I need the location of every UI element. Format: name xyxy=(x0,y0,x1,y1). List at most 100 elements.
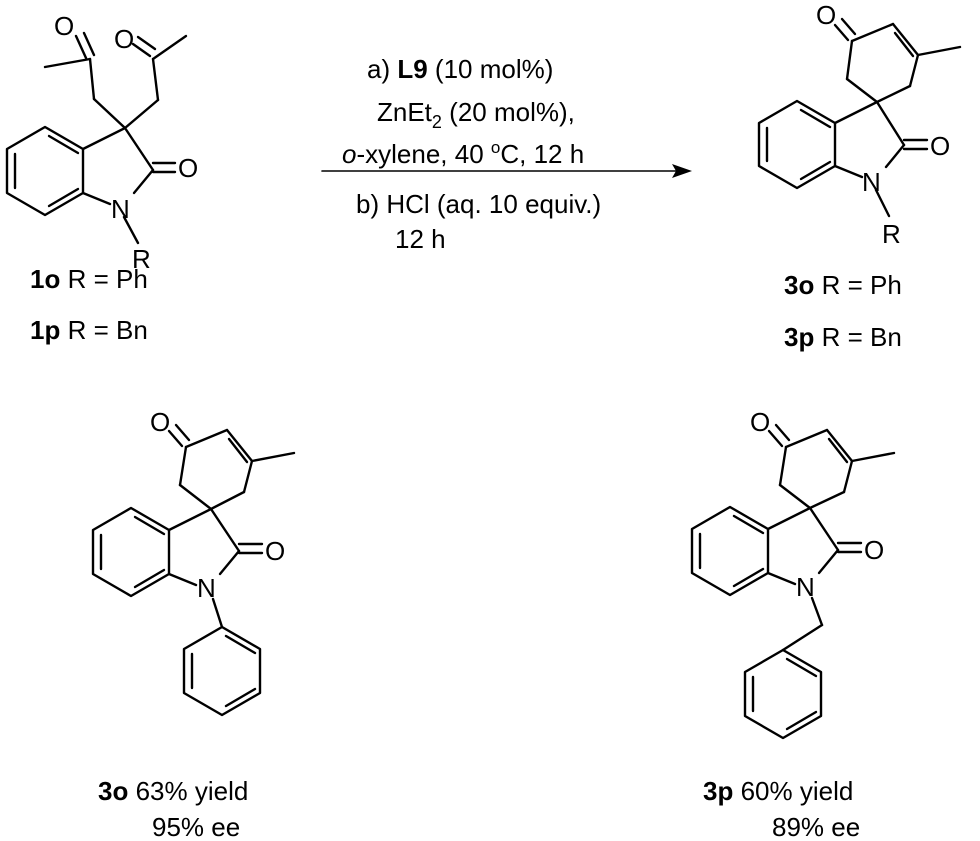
product-benzene-ring xyxy=(757,99,837,190)
product-3p-ring-bond xyxy=(808,506,840,552)
product-3o-aromatic-double-bond xyxy=(133,515,166,536)
condition-reagent: ZnEt2 (20 mol%), xyxy=(377,97,575,132)
substrate-aromatic-double-bond xyxy=(47,187,80,208)
product-ring-bond xyxy=(884,143,906,169)
product-cyclohexenone-bond xyxy=(875,84,912,104)
substrate-ring-bond xyxy=(123,126,155,172)
product-3p-cyclohexenone-bond xyxy=(784,428,829,449)
condition-step-a: a) L9 (10 mol%) xyxy=(367,54,553,84)
product-3o-nitrogen-atom: N xyxy=(197,573,216,603)
condition-solvent-temperature: o-xylene, 40 oC, 12 h xyxy=(342,138,584,169)
condition-step-b-time: 12 h xyxy=(395,224,446,254)
product-3o-ring-bond xyxy=(209,507,241,553)
substrate-methyl-bond xyxy=(43,57,92,69)
substrate-ring-bond xyxy=(81,126,127,151)
substrate-benzene-ring xyxy=(5,125,85,217)
product-3p-ketone-double-bond xyxy=(774,423,791,442)
product-3p-ketone-double-bond xyxy=(767,429,784,448)
product-3p-oxygen-atom: O xyxy=(750,407,770,437)
product-3o-cyclohexenone-bond xyxy=(209,490,246,511)
product-ketone-double-bond xyxy=(840,17,857,36)
product-3o-methyl-bond xyxy=(250,451,296,463)
substrate-ketone-double-bond xyxy=(82,31,96,57)
product-3o-aromatic-double-bond xyxy=(133,568,166,589)
product-3p-label: 3p R = Bn xyxy=(784,322,902,352)
substrate-ketone-double-bond xyxy=(131,42,152,58)
product-3o-n-phenyl-bond xyxy=(211,597,224,629)
substrate-side-chain-bond xyxy=(151,57,160,102)
product-cyclohexenone-bond xyxy=(908,53,920,88)
product-3o-ring-bond xyxy=(167,572,198,587)
substrate-r-group: R xyxy=(132,244,151,274)
product-ring-bond xyxy=(875,100,906,147)
substrate-methyl-bond xyxy=(151,34,188,61)
product-nitrogen-atom: N xyxy=(862,167,881,197)
substrate-n-r-bond xyxy=(122,215,140,245)
substrate-ketone-double-bond xyxy=(136,35,157,51)
product-3p-phenyl-ring xyxy=(743,648,823,740)
product-3p-methyl-bond xyxy=(850,451,896,463)
product-3p-aromatic-double-bond xyxy=(732,567,765,588)
product-3p-n-ch2-bond xyxy=(810,596,824,627)
product-r-group: R xyxy=(882,219,901,249)
product-3p-phenyl-double-bond xyxy=(785,657,818,678)
product-n-r-bond xyxy=(874,188,891,218)
substrate-ring-bond xyxy=(132,168,155,195)
product-3o-oxygen-atom: O xyxy=(150,407,170,437)
product-cyclohexenone-bond xyxy=(845,77,879,104)
product-3p-alkene-double-bond xyxy=(827,437,849,464)
product-3p-aromatic-double-bond xyxy=(732,514,765,535)
product-3p-nitrogen-atom: N xyxy=(796,572,815,602)
product-ring-bond xyxy=(833,164,864,179)
product-ring-bond xyxy=(833,100,879,125)
product-3p-ring-bond xyxy=(817,548,840,575)
substrate-1o-label: 1o R = Ph xyxy=(30,264,148,294)
product-3p-cyclohexenone-bond xyxy=(778,445,788,487)
substrate-oxygen-atom: O xyxy=(178,153,198,183)
product-3p-ring-bond xyxy=(766,506,812,531)
product-3o-structure: O O N xyxy=(91,407,296,717)
product-aromatic-double-bond xyxy=(799,160,832,181)
product-3o-alkene-double-bond xyxy=(227,437,249,464)
condition-step-b: b) HCl (aq. 10 equiv.) xyxy=(356,189,601,219)
product-oxygen-atom: O xyxy=(930,131,950,161)
product-3o-benzene-ring xyxy=(91,506,171,598)
product-cyclohexenone-bond xyxy=(845,39,854,81)
substrate-oxygen-atom: O xyxy=(54,11,74,41)
product-cyclohexenone-bond xyxy=(891,22,920,57)
product-3o-ketone-double-bond xyxy=(174,423,191,442)
product-aromatic-double-bond xyxy=(799,108,832,129)
result-3p-ee: 89% ee xyxy=(772,812,860,841)
product-3o-phenyl-double-bond xyxy=(224,634,257,655)
product-3o-label: 3o R = Ph xyxy=(784,270,902,300)
substrate-structure: O O O N R xyxy=(5,11,198,274)
product-3p-ch2-phenyl-bond xyxy=(781,623,824,652)
product-3p-oxygen-atom: O xyxy=(864,535,884,565)
product-3o-oxygen-atom: O xyxy=(265,536,285,566)
product-3o-ketone-double-bond xyxy=(167,429,184,448)
product-3p-cyclohexenone-bond xyxy=(808,490,846,510)
substrate-nitrogen-atom: N xyxy=(111,194,130,224)
substrate-ring-bond xyxy=(81,191,112,206)
product-3o-ring-bond xyxy=(218,549,241,576)
product-3p-cyclohexenone-bond xyxy=(825,428,854,463)
product-3o-phenyl-double-bond xyxy=(224,687,257,708)
result-3o-ee: 95% ee xyxy=(152,812,240,841)
product-3p-structure: O O N xyxy=(690,407,896,740)
product-3o-cyclohexenone-bond xyxy=(178,445,188,487)
product-cyclohexenone-bond xyxy=(850,22,895,43)
product-alkene-double-bond xyxy=(893,31,915,58)
product-methyl-bond xyxy=(916,45,962,57)
product-ketone-double-bond xyxy=(833,23,850,42)
substrate-ketone-double-bond xyxy=(74,34,88,60)
substrate-side-chain-bond xyxy=(88,57,96,101)
substrate-aromatic-double-bond xyxy=(47,134,80,155)
product-3o-phenyl-ring xyxy=(182,625,262,717)
product-3o-cyclohexenone-bond xyxy=(184,428,229,449)
product-3p-ring-bond xyxy=(766,571,797,586)
product-3o-cyclohexenone-bond xyxy=(225,428,254,463)
product-3p-phenyl-double-bond xyxy=(785,710,818,731)
product-general-structure: O O N R xyxy=(757,0,962,249)
